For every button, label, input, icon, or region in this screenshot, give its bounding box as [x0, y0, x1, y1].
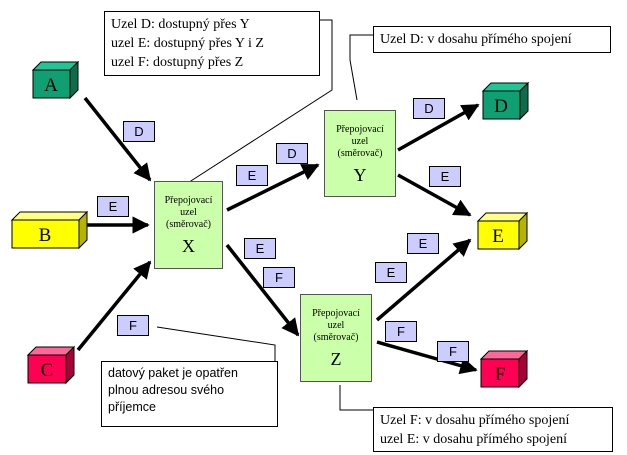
node-b: B	[10, 210, 89, 250]
packet-tag-b-x: E	[97, 196, 129, 217]
node-f-label: F	[495, 364, 506, 385]
router-x-letter: X	[182, 236, 195, 256]
node-e-face	[477, 220, 520, 250]
packet-tag-x-y-2: D	[276, 143, 308, 164]
note-router-x: Uzel D: dostupný přes Y uzel E: dostupný…	[104, 11, 320, 76]
note-packet-text: datový paket je opatřen plnou adresou sv…	[108, 366, 238, 414]
callout-line-y	[349, 34, 373, 101]
node-e-label: E	[492, 226, 504, 247]
packet-tag-x-z-1: E	[244, 238, 276, 259]
arrow-a-x	[83, 96, 152, 182]
packet-tag-x-z-2: F	[263, 267, 295, 288]
router-y-letter: Y	[353, 165, 367, 185]
node-c-label: C	[41, 360, 54, 381]
router-y-line-3: (směrovač)	[337, 148, 383, 159]
node-d-face	[482, 90, 521, 120]
router-z: Přepojovací uzel (směrovač) Z	[300, 294, 372, 382]
arrow-y-e	[397, 173, 472, 217]
router-z-line-2: uzel	[327, 320, 345, 331]
router-z-line-3: (směrovač)	[313, 332, 359, 343]
node-d: D	[481, 81, 530, 121]
node-d-label: D	[494, 96, 508, 117]
node-b-top	[10, 211, 89, 221]
node-f: F	[479, 349, 529, 389]
packet-tag-x-y-1: E	[236, 165, 268, 186]
note-router-z-line-2: uzel E: v dosahu přímého spojení	[380, 432, 568, 447]
node-a: A	[31, 60, 80, 100]
node-b-face	[11, 219, 80, 249]
callout-line-z	[339, 385, 373, 411]
note-router-z: Uzel F: v dosahu přímého spojení uzel E:…	[373, 407, 613, 452]
packet-tag-z-e-2: E	[375, 262, 407, 283]
packet-tag-z-e-1: E	[407, 233, 439, 254]
packet-tag-z-f-2: F	[437, 341, 469, 362]
router-y: Přepojovací uzel (směrovač) Y	[324, 110, 396, 197]
arrow-x-z	[225, 243, 300, 337]
note-router-x-line-3: uzel F: dostupný přes Z	[111, 55, 244, 70]
router-x: Přepojovací uzel (směrovač) X	[154, 181, 223, 269]
node-a-label: A	[44, 75, 58, 96]
arrow-x-y	[226, 163, 320, 212]
router-y-line-1: Přepojovací	[336, 124, 384, 135]
router-x-line-1: Přepojovací	[164, 195, 213, 206]
arrow-c-x	[76, 260, 152, 352]
node-f-face	[480, 358, 520, 388]
packet-tag-y-d: D	[413, 98, 445, 119]
router-x-line-3: (směrovač)	[166, 219, 211, 230]
arrow-z-e	[375, 238, 472, 322]
packet-tag-y-e: E	[429, 166, 461, 187]
note-router-x-line-1: Uzel D: dostupný přes Y	[111, 17, 250, 32]
arrow-y-d	[397, 103, 480, 152]
note-router-z-line-1: Uzel F: v dosahu přímého spojení	[380, 413, 570, 428]
arrows	[76, 96, 480, 375]
callout-lines	[156, 19, 373, 411]
arrow-z-f	[376, 340, 478, 375]
node-e: E	[476, 211, 529, 251]
node-c: C	[26, 345, 76, 385]
callout-line-x	[179, 19, 333, 189]
packet-tag-a-x: D	[123, 121, 155, 142]
packet-tag-z-f-1: F	[385, 321, 417, 342]
node-a-face	[32, 69, 71, 99]
node-c-face	[27, 354, 67, 384]
node-b-label: B	[39, 225, 52, 246]
router-z-letter: Z	[330, 349, 342, 369]
note-router-y-line: Uzel D: v dosahu přímého spojení	[380, 32, 572, 47]
note-packet: datový paket je opatřen plnou adresou sv…	[101, 361, 278, 427]
callout-line-packet	[156, 326, 276, 368]
packet-tag-c-x: F	[117, 315, 149, 336]
note-router-x-line-2: uzel E: dostupný přes Y i Z	[111, 36, 264, 51]
router-y-line-2: uzel	[351, 136, 369, 147]
router-x-line-2: uzel	[180, 207, 197, 218]
note-router-y: Uzel D: v dosahu přímého spojení	[373, 26, 611, 53]
router-z-line-1: Přepojovací	[312, 308, 360, 319]
